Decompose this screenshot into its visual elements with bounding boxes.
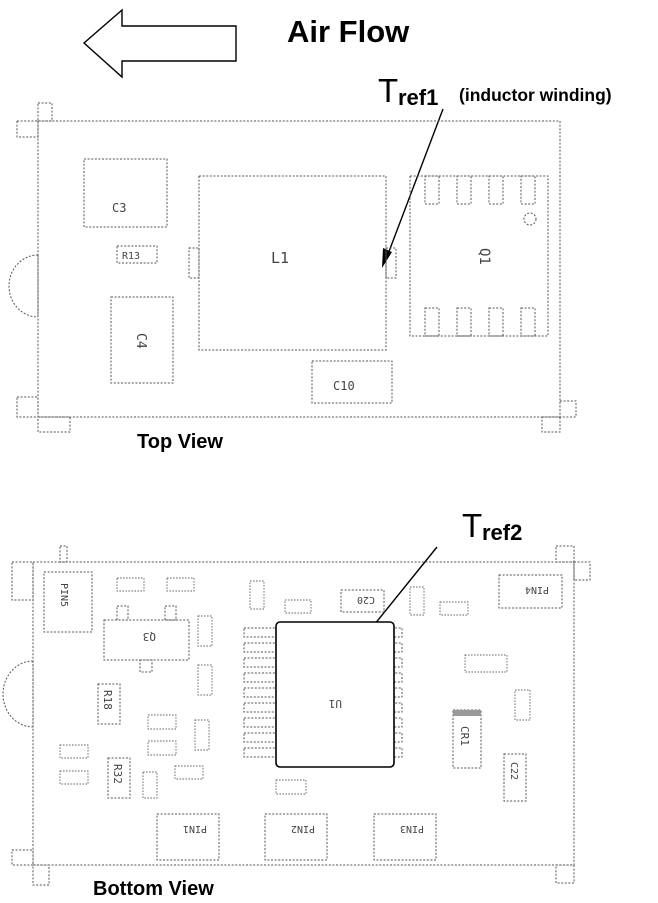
c4-label: C4	[133, 333, 148, 349]
c20-component	[340, 589, 385, 613]
bottom-view-label: Bottom View	[93, 878, 214, 900]
tref2-subscript: ref2	[482, 520, 522, 545]
r13-label: R13	[122, 251, 140, 262]
top-view-label: Top View	[137, 431, 223, 453]
c3-label: C3	[112, 201, 126, 215]
r18-component	[97, 683, 121, 725]
c3-component	[83, 158, 168, 228]
cr1-label: CR1	[458, 726, 471, 746]
tref1-arrowhead	[382, 248, 392, 268]
r32-component	[107, 757, 131, 799]
l1-component	[198, 175, 387, 351]
q1-component	[409, 175, 549, 337]
c10-component	[311, 360, 393, 404]
tref1-label: T	[378, 72, 398, 109]
pin3-component	[373, 813, 437, 861]
r32-label: R32	[111, 764, 124, 784]
r13-component	[116, 245, 158, 264]
air-flow-arrow	[82, 8, 237, 79]
pin1-label: PIN1	[183, 823, 207, 834]
tref1-note: (inductor winding)	[459, 85, 612, 105]
c22-component	[503, 753, 527, 802]
top-view-board: C3 R13 L1 Q1 C4 C10	[8, 102, 577, 433]
pin4-component	[498, 574, 563, 609]
bottom-view-board: PIN5 C20 PIN4 Q3 R18	[2, 545, 591, 886]
u1-component	[243, 621, 403, 768]
air-flow-label: Air Flow	[287, 14, 410, 49]
pin2-label: PIN2	[291, 823, 315, 834]
tref1-pointer-line	[384, 108, 444, 263]
pin2-component	[264, 813, 328, 861]
r18-label: R18	[101, 690, 114, 710]
c22-label: C22	[508, 762, 519, 780]
q3-component	[103, 619, 190, 661]
u1-label: U1	[329, 697, 342, 710]
q1-label: Q1	[476, 248, 492, 265]
tref2-label: T	[462, 507, 482, 544]
c4-component	[110, 296, 174, 384]
c10-label: C10	[333, 379, 355, 393]
q3-label: Q3	[143, 630, 156, 643]
c20-label: C20	[357, 594, 375, 605]
tref1-subscript: ref1	[398, 85, 438, 110]
l1-label: L1	[271, 249, 289, 267]
pin1-component	[156, 813, 220, 861]
pin5-label: PIN5	[58, 583, 69, 607]
pin4-label: PIN4	[525, 584, 549, 595]
pin3-label: PIN3	[400, 823, 424, 834]
